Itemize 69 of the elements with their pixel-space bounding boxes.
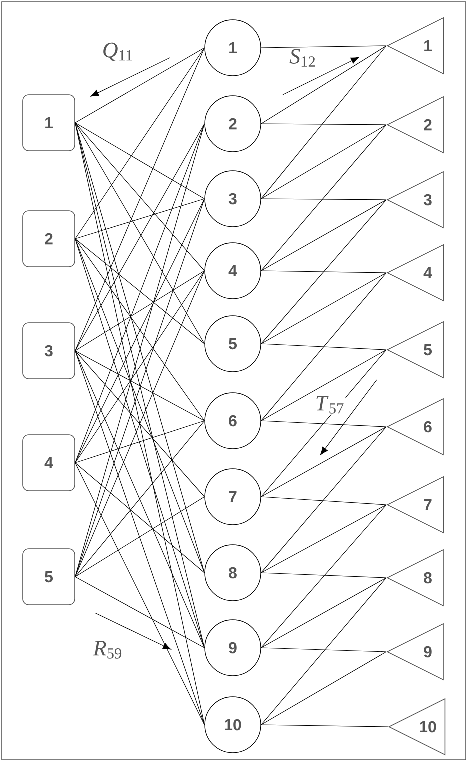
connector-line	[261, 124, 387, 272]
connector-line	[75, 350, 205, 726]
connector-line	[261, 350, 387, 498]
connector-line	[261, 572, 387, 578]
connector-line	[75, 124, 205, 464]
connector-line	[261, 46, 387, 200]
connector-line	[75, 576, 205, 648]
square-box: 3	[22, 322, 76, 380]
connector-line	[75, 420, 205, 578]
connector-line	[75, 48, 205, 124]
connector-line	[261, 124, 387, 200]
connector-line	[261, 648, 387, 652]
connector-line	[261, 124, 387, 126]
connector-line	[75, 462, 205, 574]
connector-line	[261, 578, 387, 648]
square-box: 5	[22, 548, 76, 606]
connector-line	[261, 426, 387, 574]
connector-line	[261, 198, 387, 200]
connector-line	[261, 200, 387, 344]
connector-line	[261, 578, 387, 726]
connector-line	[75, 122, 205, 200]
connector-line	[261, 420, 387, 428]
connector-line	[261, 272, 387, 344]
circle-node: 6	[204, 392, 262, 450]
flow-label: Q$_{11}$	[101, 42, 135, 62]
circle-node: 10	[204, 696, 262, 754]
connector-line	[75, 238, 205, 344]
circle-node: 9	[204, 620, 262, 676]
flow-label: R$_{59}$	[92, 640, 124, 660]
connector-line	[75, 496, 205, 578]
square-box: 1	[22, 94, 76, 152]
connector-line	[261, 200, 387, 272]
connector-line	[261, 426, 387, 498]
circle-node: 4	[204, 242, 262, 300]
connector-line	[75, 420, 205, 464]
circle-node: 3	[204, 170, 262, 228]
circle-node: 1	[204, 20, 262, 76]
connector-line	[75, 48, 205, 240]
connector-line	[261, 350, 387, 422]
connector-line	[75, 238, 205, 422]
connector-line	[75, 270, 205, 352]
flow-label: T$_{57}$	[314, 395, 346, 415]
connector-line	[75, 462, 205, 726]
connector-line	[75, 238, 205, 648]
connector-line	[75, 122, 205, 272]
connector-line	[261, 504, 387, 574]
connector-line	[261, 270, 387, 274]
connector-line	[261, 46, 387, 124]
connector-line	[261, 496, 387, 506]
square-box: 2	[22, 210, 76, 268]
connector-line	[261, 652, 387, 726]
square-box: 4	[22, 434, 76, 492]
flow-label: S$_{12}$	[288, 48, 318, 68]
circle-node: 8	[204, 544, 262, 602]
connector-line	[75, 350, 205, 648]
connector-line	[261, 344, 387, 350]
connector-line	[75, 198, 205, 240]
connector-line	[75, 350, 205, 498]
circle-node: 7	[204, 468, 262, 526]
connector-line	[261, 46, 387, 48]
connector-line	[75, 198, 205, 464]
connector-line	[75, 48, 205, 352]
connector-line	[261, 724, 388, 728]
connector-line	[75, 350, 205, 422]
circle-node: 2	[204, 96, 262, 152]
connector-line	[261, 272, 387, 422]
circle-node: 5	[204, 316, 262, 372]
connector-line	[261, 504, 387, 648]
connector-line	[75, 270, 205, 464]
